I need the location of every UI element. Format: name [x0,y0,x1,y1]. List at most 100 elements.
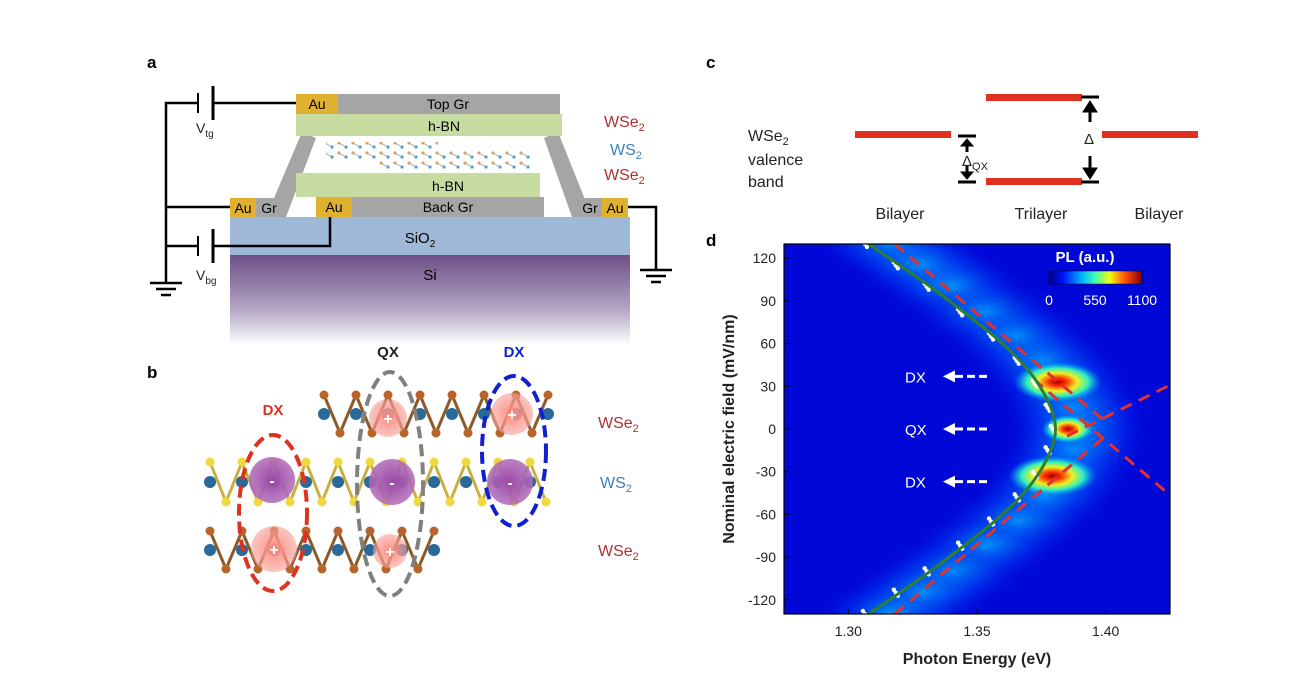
heatmap-area [784,244,1170,619]
colorbar [1048,270,1143,285]
dx-left-electron [249,457,295,503]
fit-line [893,434,1107,614]
panel-label-c: c [706,53,715,72]
back-gr-label: Back Gr [423,199,474,215]
peak-point [865,615,869,619]
chalcogen-atom [525,457,535,467]
delta-qx-arrow-icon [958,134,976,184]
panel-b: b + + - - - + + DX QX DX WSe [147,344,639,598]
minus-sign: - [389,475,394,492]
right-au-label: Au [606,200,623,216]
colorbar-tick-label: 1100 [1127,292,1157,308]
legend-b-ws2: WS2 [600,475,632,495]
y-tick-label: -120 [748,592,776,608]
trilayer-label: Trilayer [1015,206,1068,223]
plus-sign: + [383,411,392,428]
chalcogen-atom [477,497,487,507]
trilayer-lower-band [986,178,1082,185]
charge-clouds [249,393,533,572]
chalcogen-atom [317,497,327,507]
panel-label-a: a [147,53,157,72]
chalcogen-atom [285,497,295,507]
x-tick-label: 1.30 [835,623,862,639]
colorbar-tick-label: 0 [1045,292,1053,308]
ground-right-icon [640,268,672,284]
hbn-top-layer [296,114,562,136]
circuit-wiring [164,101,658,283]
y-axis-label: Nominal electric field (mV/nm) [721,314,738,543]
x-axis-label: Photon Energy (eV) [903,651,1051,668]
back-au-contact [316,197,352,217]
legend-b-wse2-bottom: WSe2 [598,543,639,563]
bilayer-left-band [855,131,951,138]
band-label-line3: band [748,174,784,191]
bilayer-left-label: Bilayer [876,206,926,223]
arrow-head-icon [943,475,955,488]
legend-a-wse2-top: WSe2 [604,114,645,134]
dx-right-electron [487,459,533,505]
sio2-layer [230,217,630,255]
chalcogen-atom [365,526,375,536]
minus-sign: - [269,473,274,490]
chalcogen-atom [415,390,425,400]
chalcogen-atom [413,497,423,507]
chalcogen-atom [205,457,215,467]
chalcogen-atom [541,497,551,507]
chalcogen-atom [527,428,537,438]
y-tick-label: -60 [756,506,776,522]
chalcogen-atom [447,390,457,400]
metal-atom [446,408,458,420]
ground-left-icon [150,281,182,297]
left-au-contact [230,198,256,217]
chalcogen-atom [205,526,215,536]
ws2-lattice [326,151,530,160]
metal-atom [236,476,248,488]
si-label: Si [423,267,436,284]
chalcogen-atom [317,564,327,574]
left-graphene-slope [266,132,316,217]
plus-sign: + [507,407,516,424]
chalcogen-atom [335,428,345,438]
qx-electron [369,459,415,505]
top-au-label: Au [308,96,325,112]
left-au-label: Au [234,200,251,216]
plus-sign: + [269,542,278,559]
y-tick-label: -90 [756,549,776,565]
panel-label-d: d [706,231,716,250]
chalcogen-atom [429,526,439,536]
colorbar-title: PL (a.u.) [1056,249,1115,266]
annotation-label: DX [905,475,926,492]
annotation-label: DX [905,369,926,386]
metal-atom [542,408,554,420]
peak-point [864,244,870,250]
delta-qx-label: ΔQX [962,153,989,173]
chalcogen-atom [429,457,439,467]
back-au-label: Au [325,199,342,215]
metal-atom [428,476,440,488]
model-curve [868,244,1057,614]
chalcogen-atom [365,457,375,467]
dx-left-ellipse [237,433,309,593]
qx-ellipse [355,370,425,598]
legend-b-wse2-top: WSe2 [598,415,639,435]
charge-signs: + + - - - + + [269,407,516,561]
x-tick-label: 1.35 [963,623,990,639]
trilayer-upper-band [986,94,1082,101]
chalcogen-atom [333,526,343,536]
vtg-label: Vtg [196,120,214,140]
chalcogen-atom [461,457,471,467]
dx-right-ellipse [480,374,548,528]
si-substrate [230,255,630,345]
minus-sign: - [507,475,512,492]
bilayer-right-label: Bilayer [1135,206,1185,223]
left-gr-label: Gr [261,200,277,216]
top-gr-label: Top Gr [427,96,469,112]
qx-label: QX [377,344,399,361]
wse2-bottom-lattice [380,160,530,169]
fit-lines [893,244,1169,614]
chalcogen-atom [479,390,489,400]
dx-right-label: DX [504,344,525,361]
